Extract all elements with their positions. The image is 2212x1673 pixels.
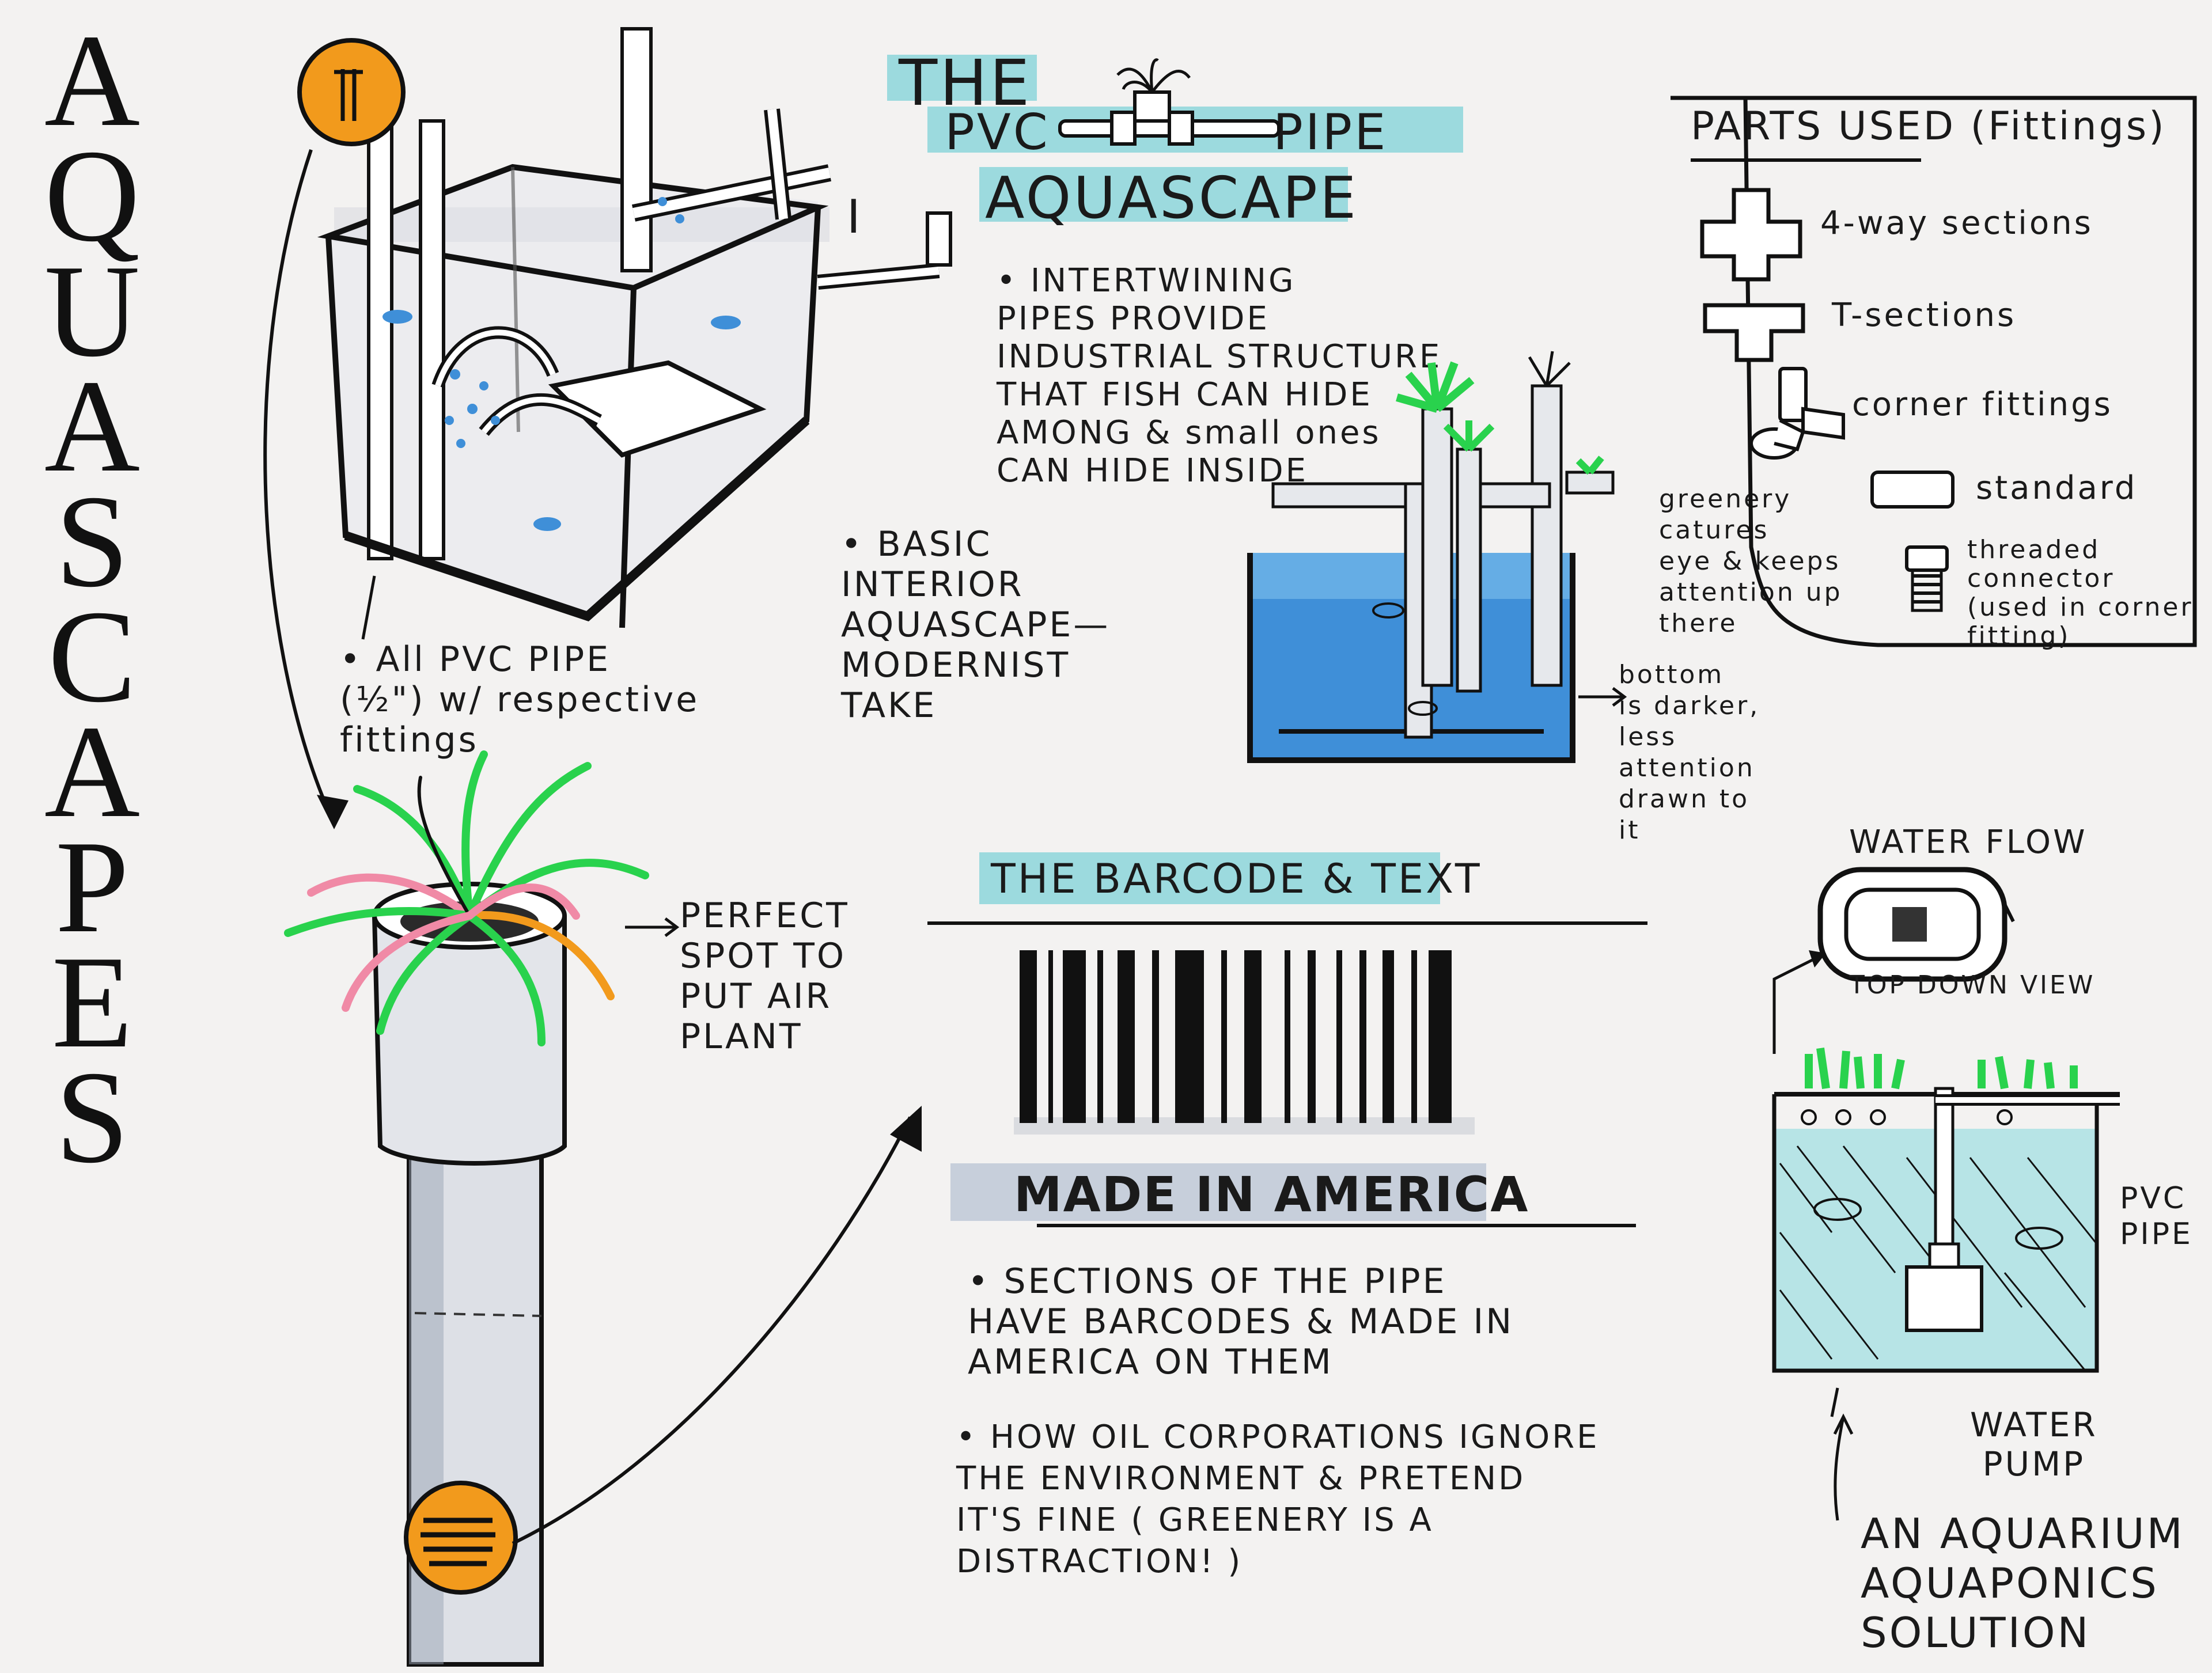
barcode-graphic xyxy=(1014,950,1475,1135)
heading-pipe-icon xyxy=(1058,58,1281,146)
note-arrow xyxy=(625,917,680,937)
heading-aquascape: AQUASCAPE xyxy=(985,164,1359,232)
roman-numeral-label: I xyxy=(847,190,863,244)
parts-title: PARTS USED (Fittings) xyxy=(1691,104,2166,149)
part-label-standard: standard xyxy=(1976,469,2138,507)
air-plant-pipe-illustration xyxy=(284,750,649,1667)
barcode-callout-arrow xyxy=(512,1106,922,1545)
waterflow-label: WATER FLOW xyxy=(1849,824,2088,861)
title-letter: C xyxy=(48,583,137,730)
part-label-corner: corner fittings xyxy=(1852,386,2113,423)
barcode-note-2: • HOW OIL CORPORATIONS IGNORE THE ENVIRO… xyxy=(956,1418,1600,1580)
title-letter: S xyxy=(55,468,129,614)
note-arrow xyxy=(1578,687,1627,707)
pvc-pipe-note: • All PVC PIPE (½") w/ respective fittin… xyxy=(340,639,700,760)
t-section-icon xyxy=(1703,303,1805,362)
part-label-threaded: threaded connector (used in corner fitti… xyxy=(1967,535,2194,651)
topdown-label: TOP DOWN VIEW xyxy=(1849,970,2096,1000)
corner-fitting-icon xyxy=(1749,367,1845,460)
part-label-four-way: 4-way sections xyxy=(1820,204,2093,242)
made-in-highlight xyxy=(950,1163,1486,1221)
parts-title-underline xyxy=(1691,158,1921,162)
title-letter: A xyxy=(44,352,141,499)
side-view-tank xyxy=(1247,351,1615,763)
parts-box-outline xyxy=(1671,96,2197,647)
vertical-title: A Q U A S C A P E S xyxy=(17,7,167,1532)
heading-pvc: PVC xyxy=(945,104,1050,161)
divider xyxy=(927,921,1647,925)
title-letter: E xyxy=(51,928,133,1075)
standard-fitting-icon xyxy=(1870,471,1955,509)
bottom-note: bottom is darker, less attention drawn t… xyxy=(1619,660,1760,845)
barcode-note-1: • SECTIONS OF THE PIPE HAVE BARCODES & M… xyxy=(968,1261,1514,1382)
solution-arrow xyxy=(1833,1413,1854,1521)
title-letter: A xyxy=(44,7,141,154)
threaded-connector-icon xyxy=(1905,545,1949,612)
heading-pipe: PIPE xyxy=(1273,104,1388,161)
part-label-t-section: T-sections xyxy=(1832,297,2017,334)
barcode-heading-highlight xyxy=(979,852,1440,904)
heading-highlight xyxy=(887,55,1037,101)
title-letter: P xyxy=(55,813,129,960)
divider xyxy=(1037,1224,1636,1227)
heading-the: THE xyxy=(899,46,1032,120)
note-arrow xyxy=(361,575,376,640)
top-down-view-diagram xyxy=(1817,867,2015,982)
water-pump-label: WATER PUMP xyxy=(1970,1405,2098,1484)
heading-highlight xyxy=(979,167,1348,222)
title-letter: S xyxy=(55,1044,129,1190)
air-plant-note: PERFECT SPOT TO PUT AIR PLANT xyxy=(680,896,850,1057)
four-way-icon xyxy=(1700,188,1802,282)
made-in-america-text: MADE IN AMERICA xyxy=(1014,1166,1529,1223)
callout-arrow xyxy=(263,149,349,829)
flow-arrow xyxy=(1772,950,1826,1054)
barcode-heading: THE BARCODE & TEXT xyxy=(991,855,1482,902)
title-letter: Q xyxy=(44,122,141,269)
pipe-end-callout-icon xyxy=(297,38,406,146)
interior-note: • BASIC INTERIOR AQUASCAPE— MODERNIST TA… xyxy=(841,524,1111,726)
aquaponics-side-diagram xyxy=(1772,1048,2120,1417)
pvc-pipe-label: PVC PIPE xyxy=(2120,1181,2193,1251)
title-letter: A xyxy=(44,698,141,845)
aquaponics-solution-label: AN AQUARIUM AQUAPONICS SOLUTION xyxy=(1861,1509,2185,1657)
title-letter: U xyxy=(44,237,141,384)
